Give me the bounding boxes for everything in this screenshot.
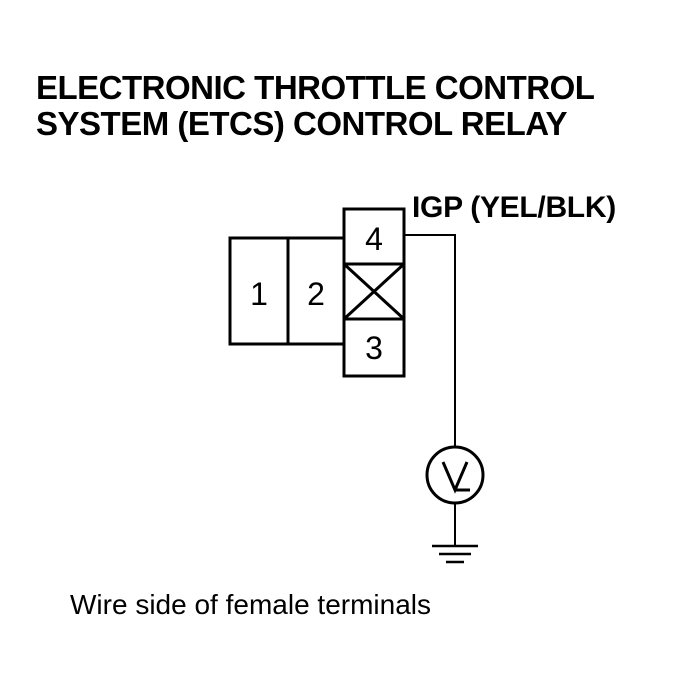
terminal-label-4: 4 xyxy=(365,221,383,257)
probe-wire xyxy=(404,234,456,448)
blank-cavity-cross-b xyxy=(342,262,406,321)
ground-icon xyxy=(432,544,478,564)
title-line-1: ELECTRONIC THROTTLE CONTROL xyxy=(36,69,595,106)
diagram-title: ELECTRONIC THROTTLE CONTROL SYSTEM (ETCS… xyxy=(36,69,595,142)
connector-body xyxy=(228,207,406,378)
terminal-label-2: 2 xyxy=(307,276,325,312)
wire-label-igp: IGP (YEL/BLK) xyxy=(412,191,616,224)
voltmeter-icon xyxy=(425,445,485,505)
terminal-cavity-3 xyxy=(342,317,406,378)
terminal-label-3: 3 xyxy=(365,330,383,366)
diagram-caption: Wire side of female terminals xyxy=(70,589,432,620)
title-line-2: SYSTEM (ETCS) CONTROL RELAY xyxy=(36,105,568,142)
terminal-label-1: 1 xyxy=(250,276,268,312)
